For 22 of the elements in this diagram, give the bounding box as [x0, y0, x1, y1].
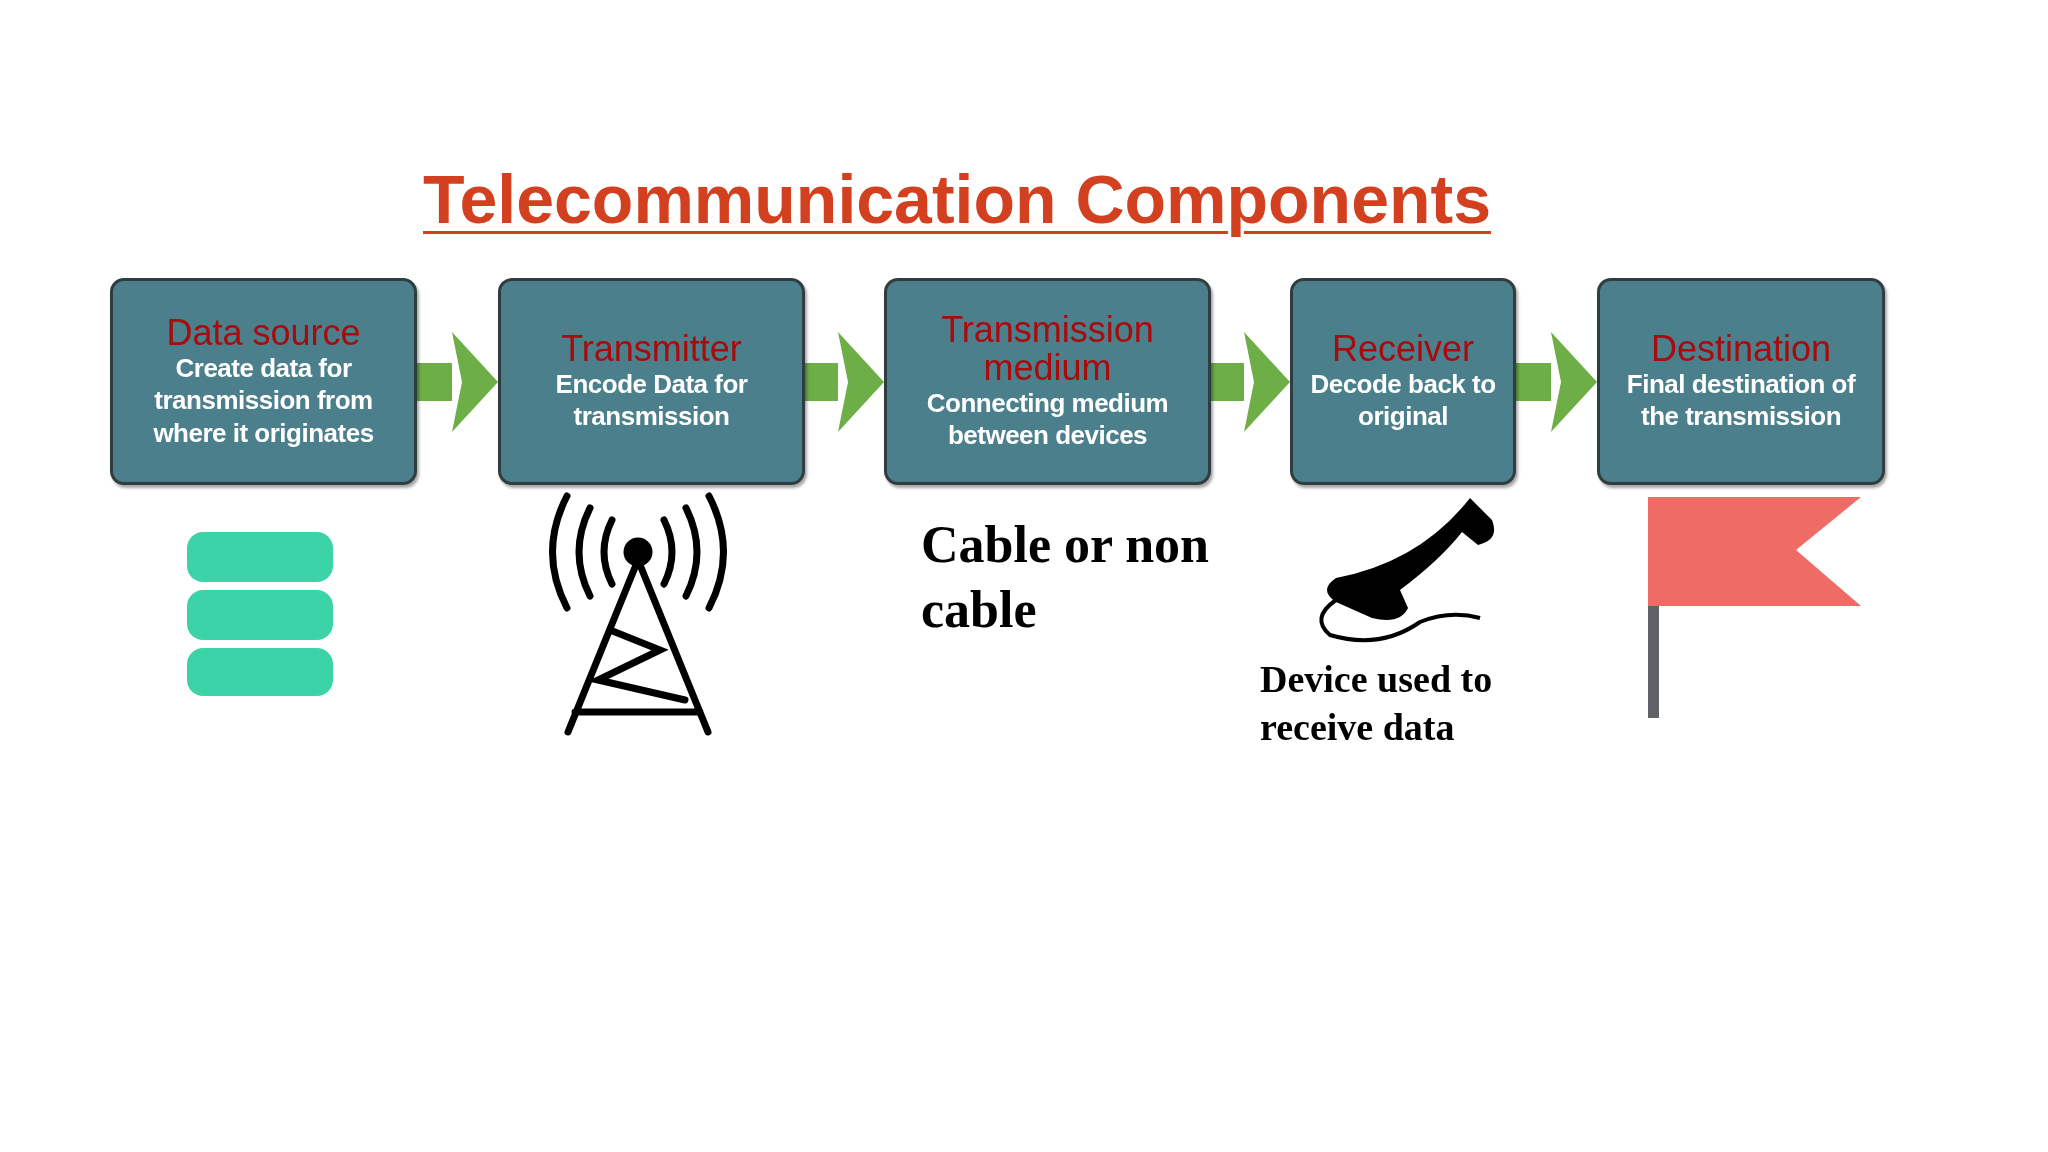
process-box — [884, 278, 1211, 485]
title: Telecommunication Components — [423, 161, 1491, 237]
box-heading: Receiver — [1331, 330, 1475, 368]
box-description: Create data for transmission from where it originates — [152, 351, 375, 450]
box-heading: Data source — [166, 313, 361, 352]
box-heading: Destination — [1650, 330, 1832, 368]
arrow — [805, 332, 884, 432]
box-heading: Transmitter — [561, 330, 742, 368]
process-box — [498, 278, 805, 485]
process-box — [110, 278, 417, 485]
box-description: Decode back to original — [1309, 367, 1497, 433]
arrow — [417, 332, 498, 432]
box-description: Final destination of the transmission — [1625, 367, 1857, 433]
arrow — [1516, 332, 1597, 432]
annotation-text: Device used to receive data — [1260, 657, 1494, 750]
arrow — [1211, 332, 1290, 432]
process-box — [1290, 278, 1516, 485]
box-heading: Transmission medium — [940, 311, 1155, 387]
annotation-text: Cable or non cable — [921, 515, 1210, 640]
process-box — [1597, 278, 1885, 485]
box-description: Connecting medium between devices — [925, 386, 1170, 452]
box-description: Encode Data for transmission — [554, 367, 749, 433]
